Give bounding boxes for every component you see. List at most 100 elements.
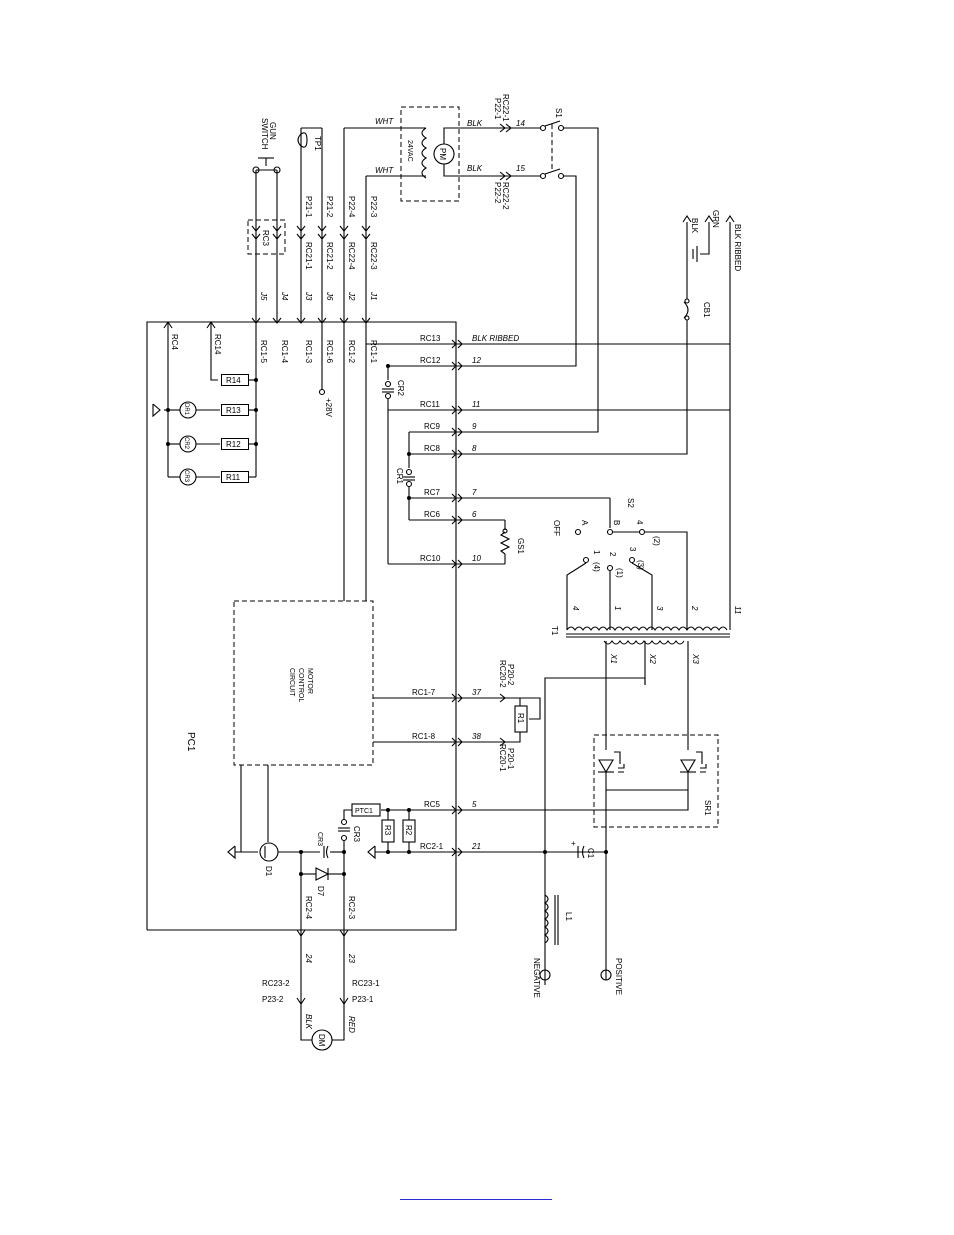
tp1: TP1 <box>297 127 322 151</box>
rc1-4-label: RC1-4 <box>280 340 289 364</box>
s1-label: S1 <box>554 108 563 118</box>
top-connectors: J5 J4 J3 J6 J2 J1 RC1-5 RC1-4 RC1-3 RC1-… <box>251 128 378 601</box>
rc4-label: RC4 <box>170 334 179 351</box>
rc13-pin: BLK RIBBED <box>472 334 519 343</box>
s2-p1: 1 <box>592 550 601 555</box>
p20-1-label: P20-1 <box>506 748 515 770</box>
rc10-label: RC10 <box>420 554 441 563</box>
rc9-pin: 9 <box>472 422 477 431</box>
s2-p3b: (3) <box>636 560 645 570</box>
t1-transformer: T1 4 1 3 2 11 X1 X2 X3 <box>550 605 742 750</box>
rc1-5-label: RC1-5 <box>259 340 268 364</box>
s2-off: OFF <box>552 520 561 536</box>
gs1-label: GS1 <box>516 538 525 555</box>
rc8-pin: 8 <box>472 444 477 453</box>
s1-switch: S1 <box>456 108 599 433</box>
rc21-1-label: RC21-1 <box>304 242 313 270</box>
cr3-cap-label: CR3 <box>316 832 323 846</box>
rc1-7-pin: 37 <box>472 688 481 697</box>
footer-link[interactable] <box>400 1187 552 1200</box>
gun-switch: GUN SWITCH RC3 <box>247 118 286 255</box>
cb1-label: CB1 <box>702 302 711 318</box>
rc22-1-label: RC22-1 <box>501 94 510 122</box>
j1-label: J1 <box>369 291 378 300</box>
rc22-2-label: RC22-2 <box>501 182 510 210</box>
j6-label: J6 <box>325 291 334 301</box>
rc2-3-label: RC2-3 <box>347 896 356 920</box>
pm-wht-bot: WHT <box>375 166 394 175</box>
rc22-3-label: RC22-3 <box>369 242 378 270</box>
r12-label: R12 <box>226 440 241 449</box>
pc1-board: PC1 <box>146 321 457 931</box>
rc2-1-label: RC2-1 <box>420 842 444 851</box>
dm-wire-blk: BLK <box>304 1014 313 1030</box>
relay-cr1-label: CR1 <box>395 468 404 485</box>
rc1-2-label: RC1-2 <box>347 340 356 364</box>
rc14-label: RC14 <box>213 334 222 355</box>
t1-tap-2: 2 <box>690 605 699 611</box>
rc21-2-label: RC21-2 <box>325 242 334 270</box>
motor-control-line1: MOTOR <box>306 668 313 694</box>
t1-x1: X1 <box>609 653 618 664</box>
l1-label: L1 <box>564 912 573 921</box>
cb1-and-grounds: CB1 BLK GRN BLK RIBBED <box>456 210 742 455</box>
s2-b: B <box>612 520 621 525</box>
relay-cr3-label: CR3 <box>352 826 361 843</box>
rc1-8-label: RC1-8 <box>412 732 436 741</box>
power-terminals: L1 NEGATIVE POSITIVE <box>532 894 623 998</box>
rc23-2-label: RC23-2 <box>262 979 290 988</box>
dm-wire-red: RED <box>347 1016 356 1033</box>
s2-switch: S2 OFF A B 4 (2) 1 (4) 2 (1) 3 (3) <box>552 498 688 630</box>
pm-pin14: 14 <box>516 119 525 128</box>
rc-right-rows: CR2 CR1 GS1 RC13 BLK RIBBED RC12 12 RC11… <box>366 334 731 630</box>
t1-tap-1: 1 <box>613 606 622 610</box>
r2-label: R2 <box>404 825 413 836</box>
c1-label: C1 <box>586 848 595 859</box>
ground-grn: GRN <box>711 210 720 228</box>
s2-p4: 4 <box>635 520 644 525</box>
rc10-pin: 10 <box>472 554 481 563</box>
s2-p2: (2) <box>652 536 661 546</box>
rc6-pin: 6 <box>472 510 477 519</box>
rc1-6-label: RC1-6 <box>325 340 334 364</box>
j4-label: J4 <box>280 291 289 301</box>
rc5-label: RC5 <box>424 800 441 809</box>
r11-label: R11 <box>226 473 241 482</box>
rc11-label: RC11 <box>420 400 440 409</box>
rc11-pin: 11 <box>472 400 480 409</box>
pump-motor: PM 24VAC WHT WHT BLK BLK 14 15 RC22-1 P2… <box>344 94 540 210</box>
p22-2-label: P22-2 <box>493 182 502 204</box>
rc1-3-label: RC1-3 <box>304 340 313 364</box>
j3-label: J3 <box>304 291 313 301</box>
rc-lower-rows: R1 RC1-7 37 P20-2 RC20-2 RC1-8 38 P20-1 … <box>343 660 646 985</box>
p21-1-label: P21-1 <box>304 196 313 218</box>
r14-label: R14 <box>226 376 241 385</box>
ground-blk: BLK <box>690 218 699 234</box>
bottom-connectors: RC2-4 RC2-3 24 23 RC23-2 P23-2 RC23-1 P2… <box>262 896 380 1051</box>
rc2-4-label: RC2-4 <box>304 896 313 920</box>
p20-2-label: P20-2 <box>506 664 515 686</box>
t1-x3: X3 <box>691 653 700 664</box>
rc13-label: RC13 <box>420 334 441 343</box>
rc20-2-label: RC20-2 <box>498 660 507 688</box>
ground-blk-ribbed: BLK RIBBED <box>733 224 742 271</box>
rc1-7-label: RC1-7 <box>412 688 436 697</box>
t1-tap-11: 11 <box>733 606 742 614</box>
d7-label: D7 <box>316 886 325 897</box>
pump-volt-label: 24VAC <box>406 140 413 162</box>
left-ladder: R14 R13 DR1 R12 CR2 R11 CR3 RC4 RC14 +28… <box>152 321 333 486</box>
rc1-8-pin: 38 <box>472 732 481 741</box>
rc20-1-label: RC20-1 <box>498 744 507 772</box>
d1-label: D1 <box>264 866 273 877</box>
rc12-pin: 12 <box>472 356 481 365</box>
pm-blk-bot: BLK <box>467 164 483 173</box>
negative-label: NEGATIVE <box>532 958 541 998</box>
p22-1-label: P22-1 <box>493 98 502 120</box>
s2-p1b: (1) <box>615 568 624 578</box>
rc2-1-pin: 21 <box>471 842 481 851</box>
sr1-rectifier: SR1 <box>456 734 719 980</box>
pc1-label: PC1 <box>185 732 196 752</box>
pin24-label: 24 <box>304 953 313 963</box>
c1-plus: + <box>571 839 576 848</box>
